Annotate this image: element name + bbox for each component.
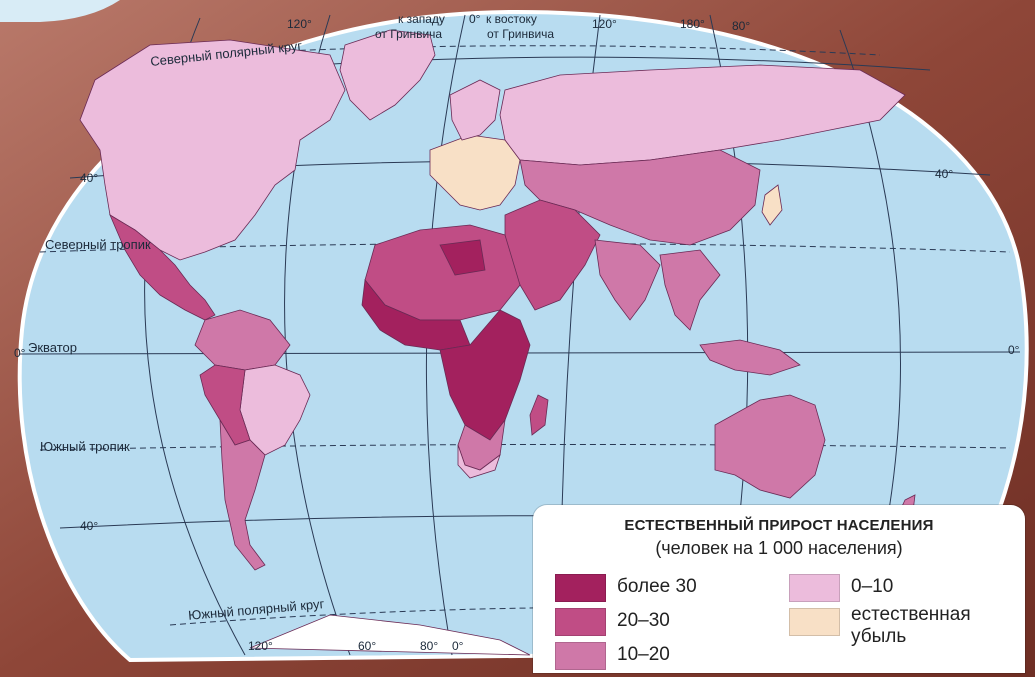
region-central-america: [109, 214, 216, 321]
degree-bot-0: 0°: [452, 639, 464, 653]
degree-top-180: 180°: [680, 17, 705, 31]
region-antarctica: [249, 614, 531, 656]
land: [79, 29, 916, 656]
region-europe: [429, 134, 521, 211]
region-north-america: [79, 39, 346, 261]
legend-swatch-10-20: [555, 642, 606, 670]
legend-swatch-20-30: [555, 608, 606, 636]
degree-left-0: 0°: [14, 346, 26, 360]
legend-label-0-10: 0–10: [851, 576, 894, 597]
label-west-of: к западу: [398, 12, 445, 26]
degree-bot-120: 120°: [248, 639, 273, 653]
region-scandinavia: [449, 79, 501, 141]
degree-bot-80: 80°: [420, 639, 439, 653]
degree-top-120w: 120°: [287, 17, 312, 31]
legend-label-over30: более 30: [617, 576, 697, 597]
label-greenwich-west: от Гринвича: [375, 27, 443, 41]
region-india: [594, 239, 661, 321]
region-south-africa: [457, 444, 501, 479]
legend-title: ЕСТЕСТВЕННЫЙ ПРИРОСТ НАСЕЛЕНИЯ: [624, 517, 934, 534]
region-australia: [714, 394, 826, 499]
tropic-south-line: [39, 443, 1011, 451]
legend: ЕСТЕСТВЕННЫЙ ПРИРОСТ НАСЕЛЕНИЯ (человек …: [533, 505, 1025, 673]
legend-label-decline-1: естественная: [851, 604, 971, 625]
legend-label-decline-2: убыль: [851, 626, 907, 647]
degree-bot-60: 60°: [358, 639, 377, 653]
degree-top-0: 0°: [469, 12, 481, 26]
region-southeast-asia: [659, 249, 721, 331]
legend-label-10-20: 10–20: [617, 644, 670, 665]
region-japan: [761, 184, 783, 226]
label-tropic-south: Южный тропик: [40, 439, 130, 454]
legend-swatch-over30: [555, 574, 606, 602]
degree-top-80: 80°: [732, 19, 751, 33]
corner-inset: [0, 0, 120, 22]
degree-top-120e: 120°: [592, 17, 617, 31]
degree-left-40s: 40°: [80, 519, 99, 533]
degree-right-40n: 40°: [935, 167, 954, 181]
label-east-of: к востоку: [486, 12, 537, 26]
region-russia: [499, 64, 906, 166]
legend-swatch-0-10: [789, 574, 840, 602]
degree-left-40n: 40°: [80, 171, 99, 185]
legend-label-20-30: 20–30: [617, 610, 670, 631]
legend-subtitle: (человек на 1 000 населения): [655, 538, 903, 558]
label-greenwich-east: от Гринвича: [487, 27, 555, 41]
label-tropic-north: Северный тропик: [45, 237, 151, 252]
region-southern-cone: [219, 419, 266, 571]
label-equator: Экватор: [28, 340, 78, 355]
legend-swatch-decline: [789, 608, 840, 636]
region-libya: [439, 239, 486, 276]
region-greenland: [339, 29, 436, 121]
degree-right-0: 0°: [1008, 343, 1020, 357]
region-indonesia: [699, 339, 801, 376]
region-central-africa: [439, 309, 531, 441]
region-madagascar: [529, 394, 549, 436]
